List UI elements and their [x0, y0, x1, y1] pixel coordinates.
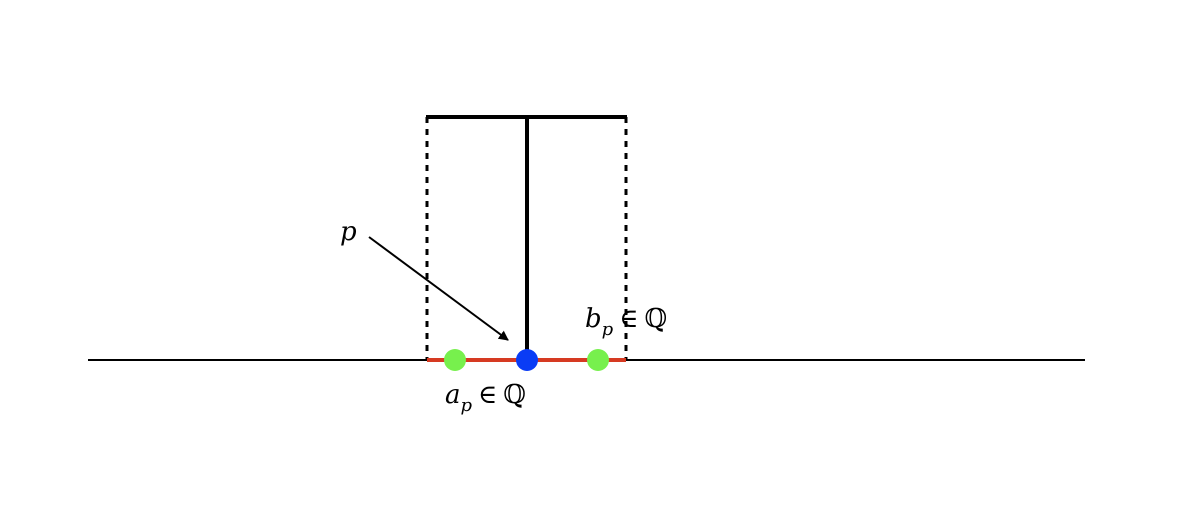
label-b-p-subscript: p	[602, 319, 614, 340]
label-a-p-relation: ∈	[478, 380, 497, 410]
rational-point-a	[444, 349, 466, 371]
label-a-p: ap∈ℚ	[445, 380, 526, 416]
label-a-p-subscript: p	[461, 395, 473, 416]
label-p: p	[340, 217, 357, 247]
point-p-dot	[516, 349, 538, 371]
pointer-arrow	[368, 236, 509, 341]
label-b-p: bp∈ℚ	[585, 304, 667, 340]
label-a-p-set: ℚ	[503, 380, 526, 410]
label-b-p-relation: ∈	[619, 304, 638, 334]
rational-point-b	[587, 349, 609, 371]
label-a-p-base: a	[445, 380, 461, 410]
label-b-p-set: ℚ	[644, 304, 667, 334]
label-b-p-base: b	[585, 304, 602, 334]
